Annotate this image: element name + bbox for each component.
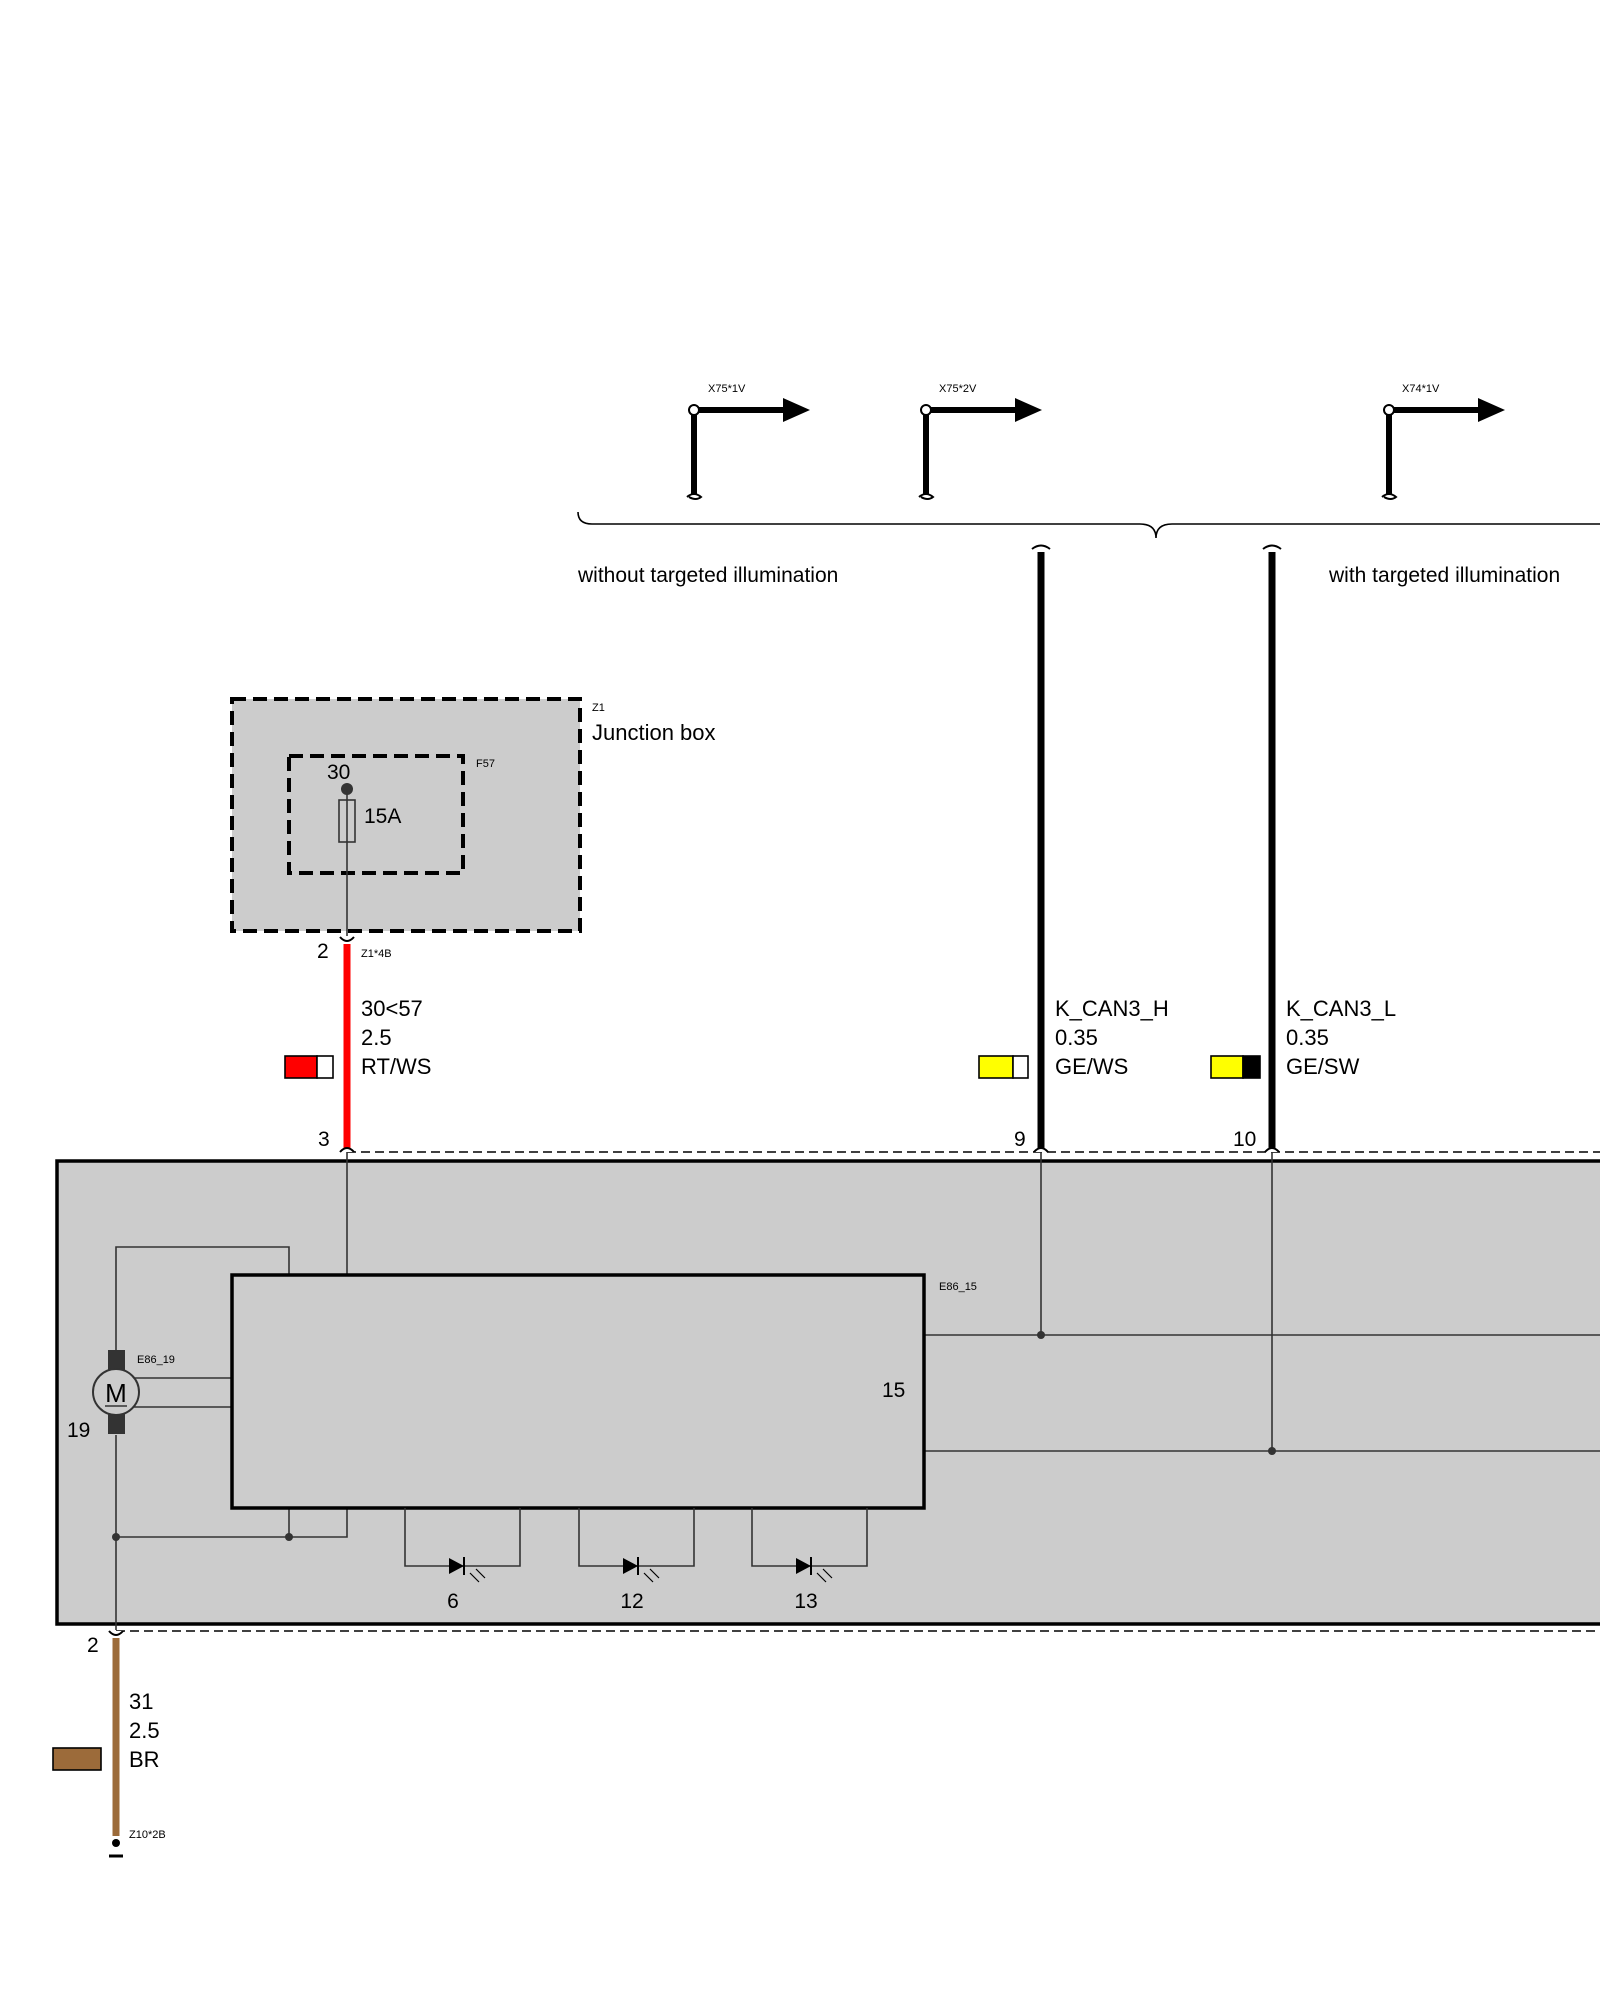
wire-power-color-code: RT/WS <box>361 1054 431 1079</box>
led-13-icon <box>751 1508 868 1583</box>
wire-ground-color-code: BR <box>129 1747 160 1772</box>
junction-box: Z1 Junction box F57 30 15A 2 Z1*4B <box>230 697 716 963</box>
connector-arrow-x74-1v: X74*1V <box>1381 383 1505 500</box>
wire-can-h-signal: K_CAN3_H <box>1055 996 1169 1021</box>
junction-box-ref: Z1 <box>592 702 605 714</box>
wire-ground-connector: Z10*2B <box>129 1829 166 1841</box>
junction-box-name: Junction box <box>592 720 716 745</box>
wire-ground-signal: 31 <box>129 1689 153 1714</box>
led-12-icon <box>578 1508 695 1583</box>
led-label-12: 12 <box>620 1590 643 1613</box>
control-unit-e86-15 <box>230 1273 926 1510</box>
wire-can-l-color-code: GE/SW <box>1286 1054 1360 1079</box>
module-pin-10-icon <box>1264 1147 1280 1153</box>
fuse-ref: F57 <box>476 758 495 770</box>
led-6-icon <box>404 1508 521 1583</box>
motor-ref: E86_19 <box>137 1354 175 1366</box>
wire-can-l-color-swatch <box>1210 1055 1261 1079</box>
wire-power-cross-section: 2.5 <box>361 1025 392 1050</box>
junction-box-connector: Z1*4B <box>361 948 392 960</box>
motor-label: 19 <box>67 1419 90 1442</box>
module-pin-2-icon <box>108 1630 124 1636</box>
junction-box-pin: 2 <box>317 940 329 963</box>
wire-ground-pin: 2 <box>87 1634 99 1657</box>
junction-pin-2-icon <box>339 936 355 942</box>
wire-can-h-color-code: GE/WS <box>1055 1054 1128 1079</box>
wire-can-h <box>1031 544 1051 1150</box>
motor-icon: M <box>92 1350 140 1434</box>
led-label-6: 6 <box>447 1590 459 1613</box>
connector-label-x74-1v: X74*1V <box>1402 383 1440 395</box>
wire-power-pin: 3 <box>318 1128 330 1151</box>
wire-power-color-swatch <box>284 1055 334 1079</box>
wire-can-l <box>1262 544 1282 1150</box>
fuse-terminal: 30 <box>327 761 350 784</box>
led-label-13: 13 <box>794 1590 817 1613</box>
wire-can-h-cross-section: 0.35 <box>1055 1025 1098 1050</box>
variant-label-with: with targeted illumination <box>1328 564 1560 587</box>
wire-can-l-signal: K_CAN3_L <box>1286 996 1396 1021</box>
variant-label-without: without targeted illumination <box>577 564 838 587</box>
wire-ground-color-swatch <box>52 1747 102 1771</box>
wire-can-h-color-swatch <box>978 1055 1029 1079</box>
fuse-box-f57 <box>287 754 465 875</box>
wire-can-h-pin: 9 <box>1014 1128 1026 1151</box>
motor-symbol: M <box>105 1378 127 1408</box>
module-pin-9-icon <box>1033 1147 1049 1153</box>
connector-arrow-x75-2v: X75*2V <box>918 383 1042 500</box>
ground-terminal-icon <box>112 1839 120 1847</box>
fuse-rating: 15A <box>364 805 401 828</box>
connector-arrow-x75-1v: X75*1V <box>686 383 810 500</box>
control-unit-label: 15 <box>882 1379 905 1402</box>
variant-brace <box>577 511 1600 539</box>
control-unit-ref: E86_15 <box>939 1281 977 1293</box>
wire-can-l-cross-section: 0.35 <box>1286 1025 1329 1050</box>
module-pin-3-icon <box>339 1147 355 1153</box>
wire-power-signal: 30<57 <box>361 996 423 1021</box>
connector-label-x75-2v: X75*2V <box>939 383 977 395</box>
wire-ground-cross-section: 2.5 <box>129 1718 160 1743</box>
connector-label-x75-1v: X75*1V <box>708 383 746 395</box>
wire-can-l-pin: 10 <box>1233 1128 1256 1151</box>
